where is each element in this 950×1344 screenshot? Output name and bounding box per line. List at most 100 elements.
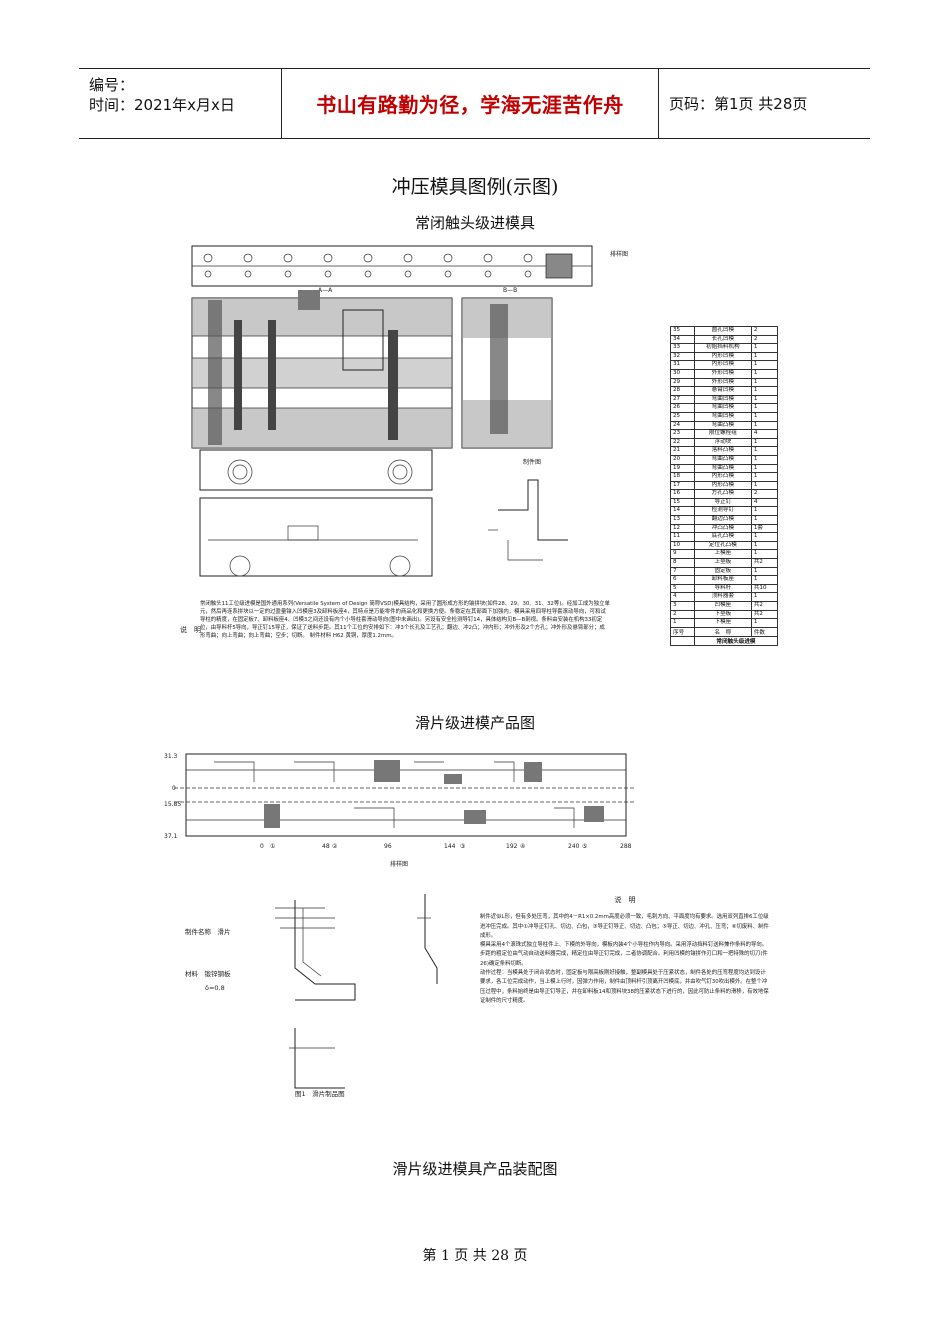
- die-assembly-drawing: 排样图 A—A B—B 制件图: [178, 240, 633, 676]
- motto-cell: 书山有路勤为径，学海无涯苦作舟: [282, 69, 659, 138]
- bom-cell-qty: 共10: [750, 583, 779, 594]
- bom-cell-qty: 共2: [750, 609, 779, 620]
- bom-cell-qty: 1: [750, 592, 779, 602]
- bom-cell-no: 18: [670, 472, 695, 482]
- main-title: 冲压模具图例(示图): [391, 176, 559, 198]
- slider-note-p2: 模具采用4个滚珠式独立导柱件上、下模的外导向，模板内装4个小导柱作内导向。采用浮…: [480, 942, 768, 967]
- bom-cell-qty: 1: [750, 403, 779, 413]
- bom-cell-name: 导料杆: [693, 583, 752, 594]
- bom-cell-no: 10: [670, 540, 695, 551]
- bom-cell-name: 弯曲凹模: [693, 403, 752, 413]
- slider-notes: 说 明 制件近似L形，但有多处压弯，其中的4－R1×0.2mm高度必须一致，毛刺…: [480, 896, 770, 1056]
- bom-cell-no: 24: [670, 420, 695, 431]
- strip-layout-drawing: 31.3 0 15.85 37.1 0 ① 48 ② 96 144 ③ 192 …: [164, 748, 639, 873]
- bom-cell-qty: 1: [750, 566, 779, 577]
- dim-bottom-11: 288: [620, 843, 632, 850]
- dim-bottom-3: ②: [332, 843, 338, 850]
- dim-bottom-9: 240: [568, 843, 580, 850]
- bom-cell-no: 13: [670, 515, 695, 525]
- bom-cell-name: 方孔凸模: [693, 489, 752, 499]
- bom-cell-qty: 2: [750, 334, 779, 345]
- dim-left-2: 0: [172, 785, 176, 792]
- bom-cell-no: 2: [670, 609, 695, 620]
- bom-cell-no: 4: [670, 592, 695, 602]
- bom-cell-no: 28: [670, 386, 695, 396]
- bom-col-qty: 件数: [750, 626, 779, 637]
- bom-cell-qty: 1: [750, 515, 779, 525]
- dim-bottom-1: ①: [270, 843, 275, 850]
- bom-cell-no: 26: [670, 403, 695, 413]
- bom-cell-no: 22: [670, 437, 695, 448]
- bom-cell-name: 冲凸凸模: [693, 523, 752, 534]
- bom-cell-name: 弯曲凸模: [693, 454, 752, 465]
- bom-cell-name: 初始挡料机构: [693, 343, 752, 353]
- bom-cell-qty: 1: [750, 532, 779, 542]
- assembly-svg: 排样图 A—A B—B 制件图: [180, 245, 628, 639]
- bom-cell-name: 外形凹模: [693, 377, 752, 388]
- bom-cell-qty: 1: [750, 411, 779, 422]
- bom-cell-name: 凹模座: [693, 601, 752, 611]
- header-meta-cell: 编号： 时间：2021年x月x日: [79, 69, 282, 138]
- bom-cell-name: 内形凸模: [693, 472, 752, 482]
- dim-bottom-4: 96: [384, 843, 392, 850]
- bom-cell-no: 9: [670, 549, 695, 560]
- bom-cell-qty: 1: [750, 463, 779, 474]
- bom-cell-qty: 2: [750, 489, 779, 499]
- bom-cell-name: 悬臂凹模: [693, 386, 752, 396]
- bom-cell-qty: 1: [750, 540, 779, 551]
- time-label: 时间：2021年x月x日: [89, 96, 235, 114]
- section1-title: 常闭触头级进模具: [414, 214, 535, 232]
- bom-cell-no: 15: [670, 497, 695, 508]
- bom-cell-name: 定位孔凸模: [693, 540, 752, 551]
- dim-left-3: 15.85: [164, 801, 181, 808]
- bom-cell-no: 23: [670, 429, 695, 439]
- slider-note-p1: 制件近似L形，但有多处压弯，其中的4－R1×0.2mm高度必须一致，毛刺方向、平…: [480, 914, 769, 939]
- bom-cell-name: 外形凹模: [693, 368, 752, 379]
- strip-stations: [203, 253, 573, 279]
- dim-left-4: 37.1: [164, 833, 178, 840]
- bom-cell-name: 卸料板座: [693, 575, 752, 585]
- bom-header-row: 序号 名 称 件数: [670, 626, 779, 637]
- number-label: 编号：: [89, 76, 135, 94]
- bom-cell-qty: 1: [750, 480, 779, 491]
- bom-cell-qty: 1: [750, 343, 779, 353]
- part-name: 制件名称 滑片: [185, 927, 231, 936]
- bom-cell-name: 下垫板: [693, 609, 752, 620]
- note-side-label: 说 明: [180, 625, 201, 634]
- bom-cell-qty: 1: [750, 368, 779, 379]
- bom-cell-name: 圆孔凹模: [693, 326, 752, 336]
- bom-cell-name: 限位螺栓组: [693, 429, 752, 439]
- bom-cell-qty: 1: [750, 454, 779, 465]
- bom-cell-qty: 1: [750, 446, 779, 456]
- part-material: 材料 锻锌钢板: [185, 969, 231, 978]
- bom-cell-name: 弯曲凸模: [693, 420, 752, 431]
- bom-cell-no: 31: [670, 360, 695, 370]
- bom-cell-name: 下模座: [693, 618, 752, 628]
- slider-part-drawing: 制件名称 滑片 材料 锻锌钢板 δ=0.8 图1 滑片制品图: [185, 888, 450, 1100]
- dim-bottom-2: 48: [322, 843, 330, 850]
- bom-cell-no: 34: [670, 334, 695, 345]
- bom-cell-no: 17: [670, 480, 695, 491]
- bom-cell-no: 14: [670, 506, 695, 517]
- section3-title: 滑片级进模具产品装配图: [392, 1160, 558, 1178]
- bom-cell-name: 浮动块: [693, 437, 752, 448]
